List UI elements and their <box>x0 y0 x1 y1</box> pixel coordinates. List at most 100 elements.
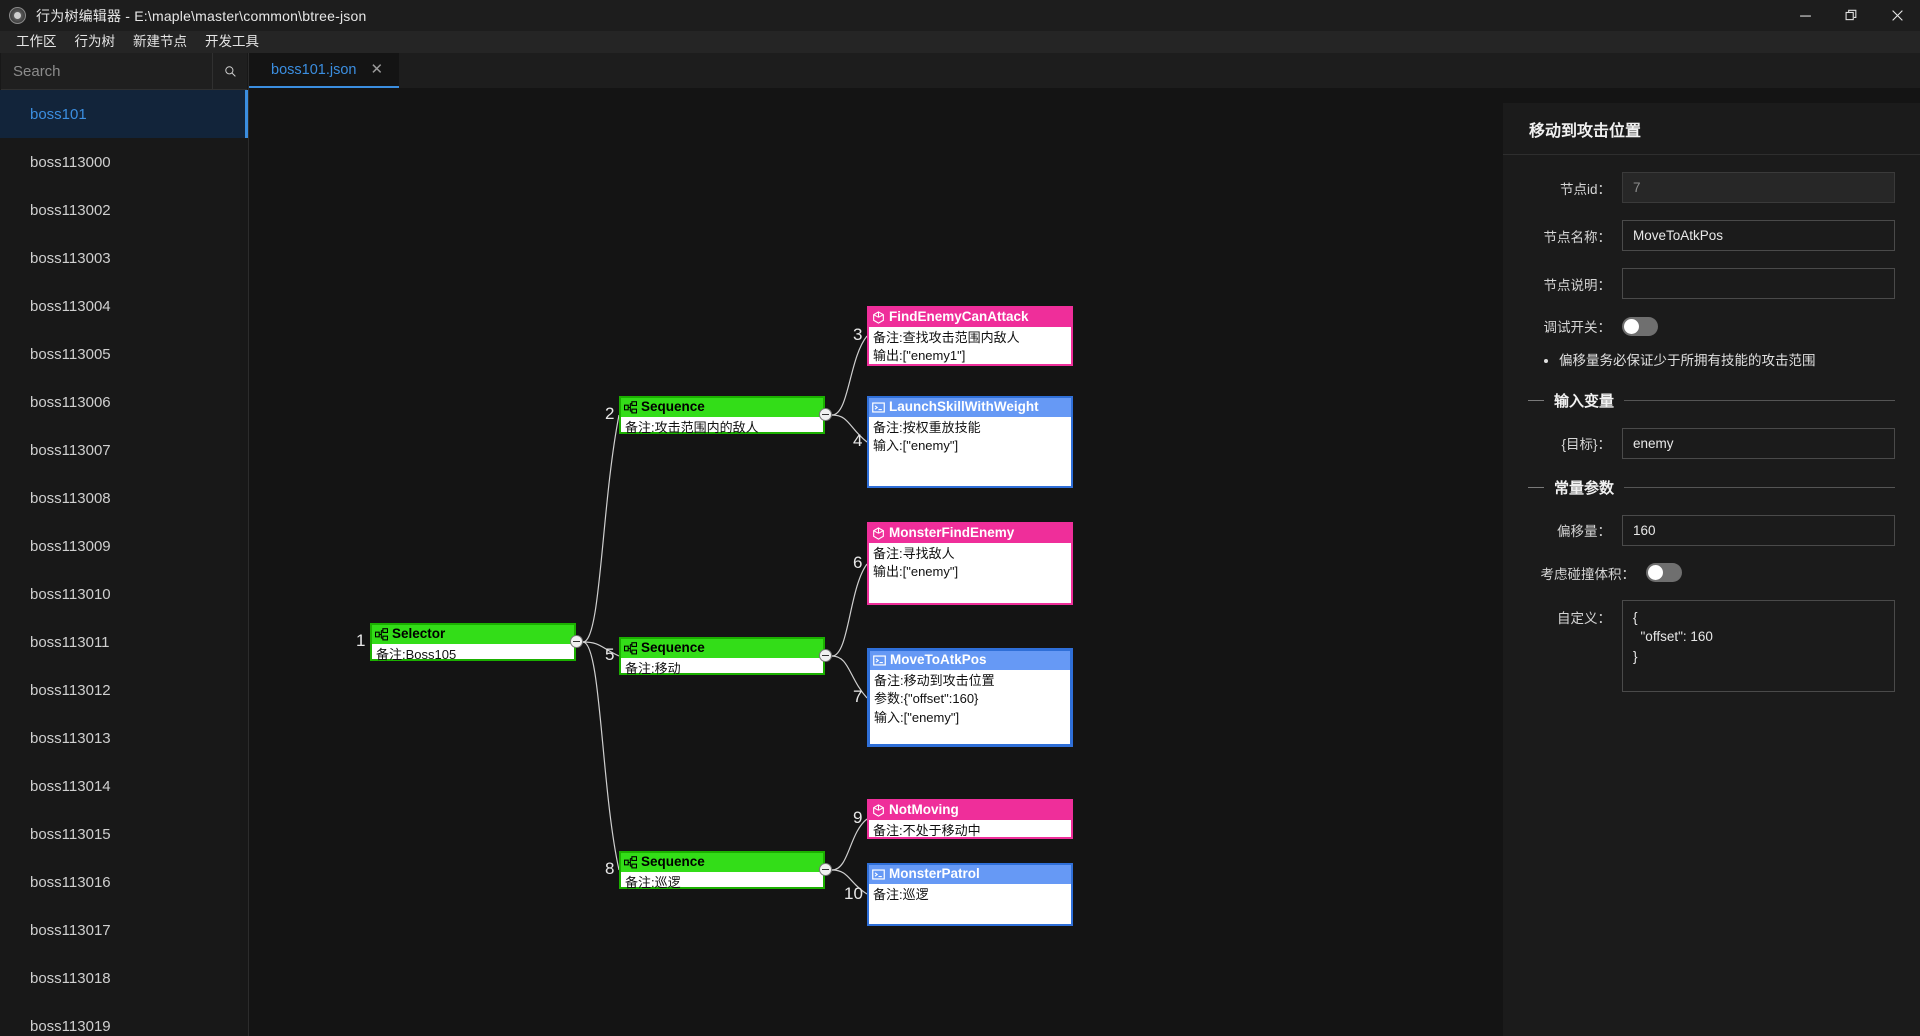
file-list-item[interactable]: boss113008 <box>0 474 248 522</box>
menu-item-workspace[interactable]: 工作区 <box>16 34 57 49</box>
tree-node-index: 10 <box>844 883 863 903</box>
file-list-item[interactable]: boss113018 <box>0 954 248 1002</box>
file-list-item-label: boss113007 <box>30 441 111 459</box>
file-list-item[interactable]: boss101 <box>0 90 248 138</box>
tree-node-body: 备注:按权重放技能输入:["enemy"] <box>869 417 1071 459</box>
app-logo-icon <box>9 7 26 24</box>
tree-node-index: 4 <box>853 431 863 450</box>
section-collapse-dash-icon[interactable] <box>1528 486 1544 488</box>
debug-switch-label: 调试开关： <box>1543 320 1612 335</box>
file-list-item-label: boss113006 <box>30 393 111 411</box>
file-list-item-label: boss113018 <box>30 969 111 987</box>
section-collapse-dash-icon[interactable] <box>1528 399 1544 401</box>
tree-node-header: Sequence <box>621 853 823 872</box>
close-icon <box>1891 10 1903 21</box>
tree-node-index: 2 <box>605 404 615 423</box>
file-list-item[interactable]: boss113007 <box>0 426 248 474</box>
file-list-item[interactable]: boss113017 <box>0 906 248 954</box>
file-list-item[interactable]: boss113005 <box>0 330 248 378</box>
tree-node-line: 备注:查找攻击范围内敌人 <box>873 330 1020 345</box>
tab-close-icon[interactable]: ✕ <box>370 61 384 78</box>
offset-input[interactable] <box>1622 514 1895 546</box>
offset-label: 偏移量： <box>1557 524 1611 540</box>
tree-node-body: 备注:巡逻 <box>869 884 1071 907</box>
condition-node-icon <box>872 311 885 324</box>
maximize-restore-button[interactable] <box>1828 0 1874 31</box>
tree-node-title: LaunchSkillWithWeight <box>889 399 1039 415</box>
node-desc-input[interactable] <box>1622 268 1895 299</box>
tree-node-header: Sequence <box>621 398 823 417</box>
tree-node-header: MonsterPatrol <box>869 865 1071 884</box>
custom-json-textarea[interactable]: { "offset": 160 } <box>1622 599 1895 692</box>
file-list-item-label: boss113003 <box>30 249 111 267</box>
node-collapse-toggle[interactable] <box>819 863 832 876</box>
file-list-item[interactable]: boss113012 <box>0 666 248 714</box>
field-node-id: 节点id： <box>1503 172 1920 203</box>
node-id-input <box>1622 172 1895 203</box>
node-name-input[interactable] <box>1622 220 1895 251</box>
input-target-label: {目标}： <box>1561 437 1611 453</box>
input-section-title: 输入变量 <box>1554 392 1615 410</box>
node-collapse-toggle[interactable] <box>819 408 832 421</box>
file-list-item[interactable]: boss113011 <box>0 618 248 666</box>
node-collapse-toggle[interactable] <box>570 635 583 648</box>
search-icon <box>224 65 236 77</box>
search-input[interactable] <box>1 62 212 80</box>
menu-item-behavior-tree[interactable]: 行为树 <box>74 34 116 49</box>
input-target-input[interactable] <box>1622 427 1895 459</box>
debug-switch-toggle[interactable] <box>1622 316 1658 336</box>
search-button[interactable] <box>212 52 247 90</box>
file-list-item[interactable]: boss113003 <box>0 234 248 282</box>
file-list-item-label: boss113004 <box>30 297 111 315</box>
file-list-item-label: boss113009 <box>30 537 111 555</box>
tree-node-body: 备注:不处于移动中 <box>869 820 1071 843</box>
field-collision: 考虑碰撞体积： <box>1503 563 1920 583</box>
menu-item-new-node[interactable]: 新建节点 <box>133 34 187 49</box>
file-list-item[interactable]: boss113014 <box>0 762 248 810</box>
collision-label: 考虑碰撞体积： <box>1540 566 1636 582</box>
tree-node-body: 备注:寻找敌人输出:["enemy"] <box>869 543 1071 585</box>
composite-node-icon <box>374 628 389 641</box>
file-list-item[interactable]: boss113009 <box>0 522 248 570</box>
tree-node-launchskillwithweight[interactable]: LaunchSkillWithWeight 备注:按权重放技能输入:["enemy… <box>867 396 1073 488</box>
file-list-item-label: boss101 <box>30 105 87 123</box>
file-list-item[interactable]: boss113019 <box>0 1002 248 1035</box>
tree-node-title: NotMoving <box>889 802 959 818</box>
file-list-item[interactable]: boss113000 <box>0 138 248 186</box>
file-list-item-label: boss113008 <box>30 489 111 507</box>
tree-node-index: 6 <box>853 552 863 572</box>
tree-node-sequence[interactable]: Sequence 备注:移动 <box>619 637 825 676</box>
menu-item-dev-tools[interactable]: 开发工具 <box>205 34 259 49</box>
file-list-item[interactable]: boss113013 <box>0 714 248 762</box>
tree-node-header: MonsterFindEnemy <box>869 524 1071 543</box>
tree-node-line: 备注:攻击范围内的敌人 <box>625 420 759 435</box>
minimize-button[interactable] <box>1782 0 1828 31</box>
menu-bar: 工作区 行为树 新建节点 开发工具 <box>0 31 1920 53</box>
file-list-item[interactable]: boss113010 <box>0 570 248 618</box>
collision-toggle[interactable] <box>1646 563 1682 583</box>
window-controls <box>1782 0 1920 31</box>
node-collapse-toggle[interactable] <box>819 649 832 662</box>
file-list-item[interactable]: boss113006 <box>0 378 248 426</box>
tree-node-header: Sequence <box>621 639 823 658</box>
section-divider <box>1624 486 1895 488</box>
tree-node-line: 备注:移动 <box>625 661 681 676</box>
file-list-item[interactable]: boss113016 <box>0 858 248 906</box>
tree-node-sequence[interactable]: Sequence 备注:攻击范围内的敌人 <box>619 396 825 435</box>
close-window-button[interactable] <box>1874 0 1920 31</box>
file-list-item[interactable]: boss113004 <box>0 282 248 330</box>
file-list-item[interactable]: boss113015 <box>0 810 248 858</box>
condition-node-icon <box>872 804 885 817</box>
tree-node-title: Sequence <box>641 399 705 415</box>
tab-boss101-json[interactable]: boss101.json ✕ <box>249 53 400 88</box>
file-list-item[interactable]: boss113002 <box>0 186 248 234</box>
